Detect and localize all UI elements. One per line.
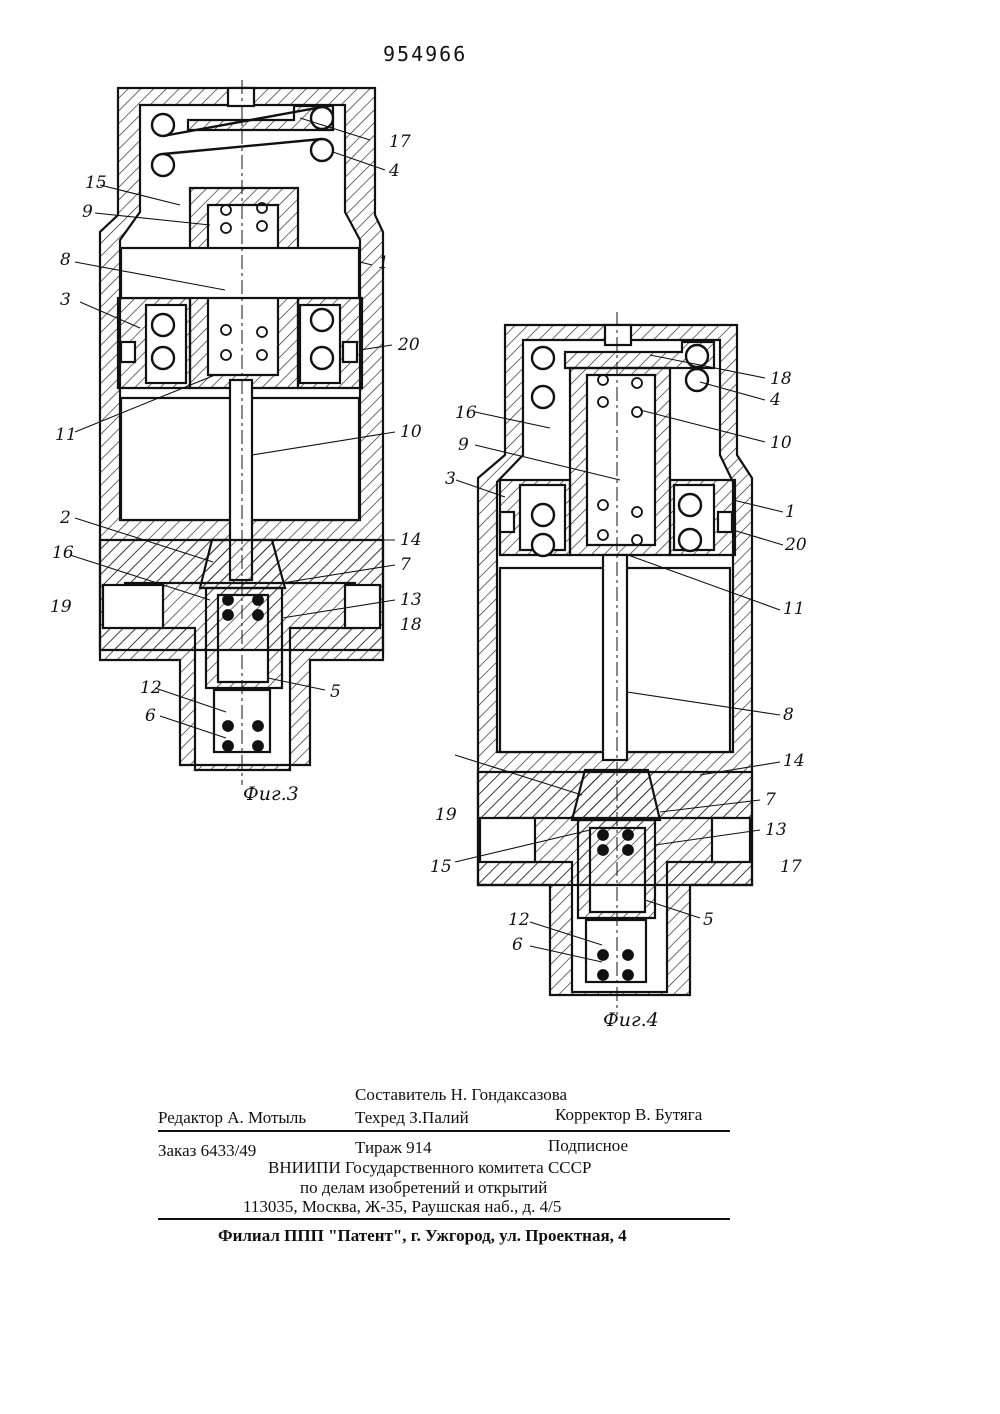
fig4-valve-cone (572, 770, 660, 820)
fig3-label-16: 16 (52, 543, 74, 563)
fig3-label-14: 14 (400, 530, 422, 550)
fig4-label-14: 14 (783, 751, 805, 771)
fig4-seal-right (718, 512, 732, 532)
figure-4-drawing (455, 312, 783, 1015)
imprint-subscription: Подписное (548, 1136, 628, 1156)
imprint-rule-top (158, 1130, 730, 1132)
fig4-caption: Фиг.4 (603, 1009, 659, 1031)
fig4-port-left (480, 818, 535, 862)
fig3-label-15: 15 (85, 173, 107, 193)
imprint-org-line2: по делам изобретений и открытий (300, 1178, 547, 1198)
fig4-label-10: 8 (783, 705, 794, 725)
fig4-lower-chamber (586, 920, 646, 982)
fig3-port-right (345, 585, 380, 628)
fig4-label-20: 20 (784, 535, 807, 555)
fig4-sleeve (570, 368, 670, 555)
fig3-top-bore (228, 88, 254, 106)
imprint-org-line1: ВНИИПИ Государственного комитета СССР (268, 1158, 591, 1178)
fig4-port-right (712, 818, 750, 862)
fig3-label-7: 7 (400, 555, 411, 575)
fig3-label-8: 8 (60, 250, 71, 270)
fig4-label-8: 9 (458, 435, 469, 455)
imprint-order: Заказ 6433/49 (158, 1141, 256, 1161)
fig4-label-7: 7 (765, 790, 776, 810)
fig4-label-9: 10 (770, 433, 792, 453)
fig4-label-6: 6 (512, 935, 523, 955)
fig4-label-4: 4 (769, 390, 781, 410)
fig3-label-5: 5 (330, 682, 341, 702)
fig4-label-15: 16 (455, 403, 477, 423)
fig4-label-13: 13 (765, 820, 787, 840)
fig3-label-1: 1 (378, 253, 389, 273)
fig4-label-11: 11 (783, 599, 805, 619)
fig4-seal-left (500, 512, 514, 532)
fig3-port-left (103, 585, 163, 628)
fig4-label-5: 5 (703, 910, 714, 930)
figure-3-drawing (70, 80, 395, 785)
fig4-label-17: 18 (770, 369, 792, 389)
fig4-label-16: 15 (430, 857, 452, 877)
fig3-label-3: 3 (60, 290, 71, 310)
fig3-label-12: 12 (140, 678, 162, 698)
imprint-branch: Филиал ППП "Патент", г. Ужгород, ул. Про… (218, 1226, 627, 1246)
fig3-label-2: 2 (59, 508, 71, 528)
imprint-rule-bottom (158, 1218, 730, 1220)
fig3-label-19: 19 (50, 597, 72, 617)
fig3-label-11: 11 (55, 425, 77, 445)
imprint-techred: Техред З.Палий (355, 1108, 469, 1128)
fig3-seal-right (343, 342, 357, 362)
fig3-label-9: 9 (82, 202, 93, 222)
imprint-corrector: Корректор В. Бутяга (555, 1105, 702, 1125)
fig3-caption: Фиг.3 (243, 783, 299, 805)
fig4-label-18: 17 (780, 857, 802, 877)
fig3-chamber-upper (121, 248, 359, 298)
fig4-rod (603, 555, 627, 760)
fig4-label-3: 3 (445, 469, 456, 489)
fig3-label-20: 20 (397, 335, 420, 355)
fig3-label-17: 17 (389, 132, 411, 152)
imprint-editor: Редактор А. Мотыль (158, 1108, 306, 1128)
fig4-top-bore (605, 325, 631, 345)
fig3-label-13: 13 (400, 590, 422, 610)
fig3-label-18: 18 (400, 615, 422, 635)
fig4-label-19: 19 (435, 805, 457, 825)
imprint-compiler: Составитель Н. Гондаксазова (355, 1085, 567, 1105)
fig4-label-12: 12 (508, 910, 530, 930)
fig3-label-4: 4 (388, 161, 400, 181)
fig3-label-10: 10 (400, 422, 422, 442)
fig4-label-1: 1 (785, 502, 796, 522)
fig3-label-6: 6 (145, 706, 156, 726)
fig3-seal-left (121, 342, 135, 362)
imprint-address: 113035, Москва, Ж-35, Раушская наб., д. … (243, 1197, 561, 1217)
imprint-circulation: Тираж 914 (355, 1138, 432, 1158)
